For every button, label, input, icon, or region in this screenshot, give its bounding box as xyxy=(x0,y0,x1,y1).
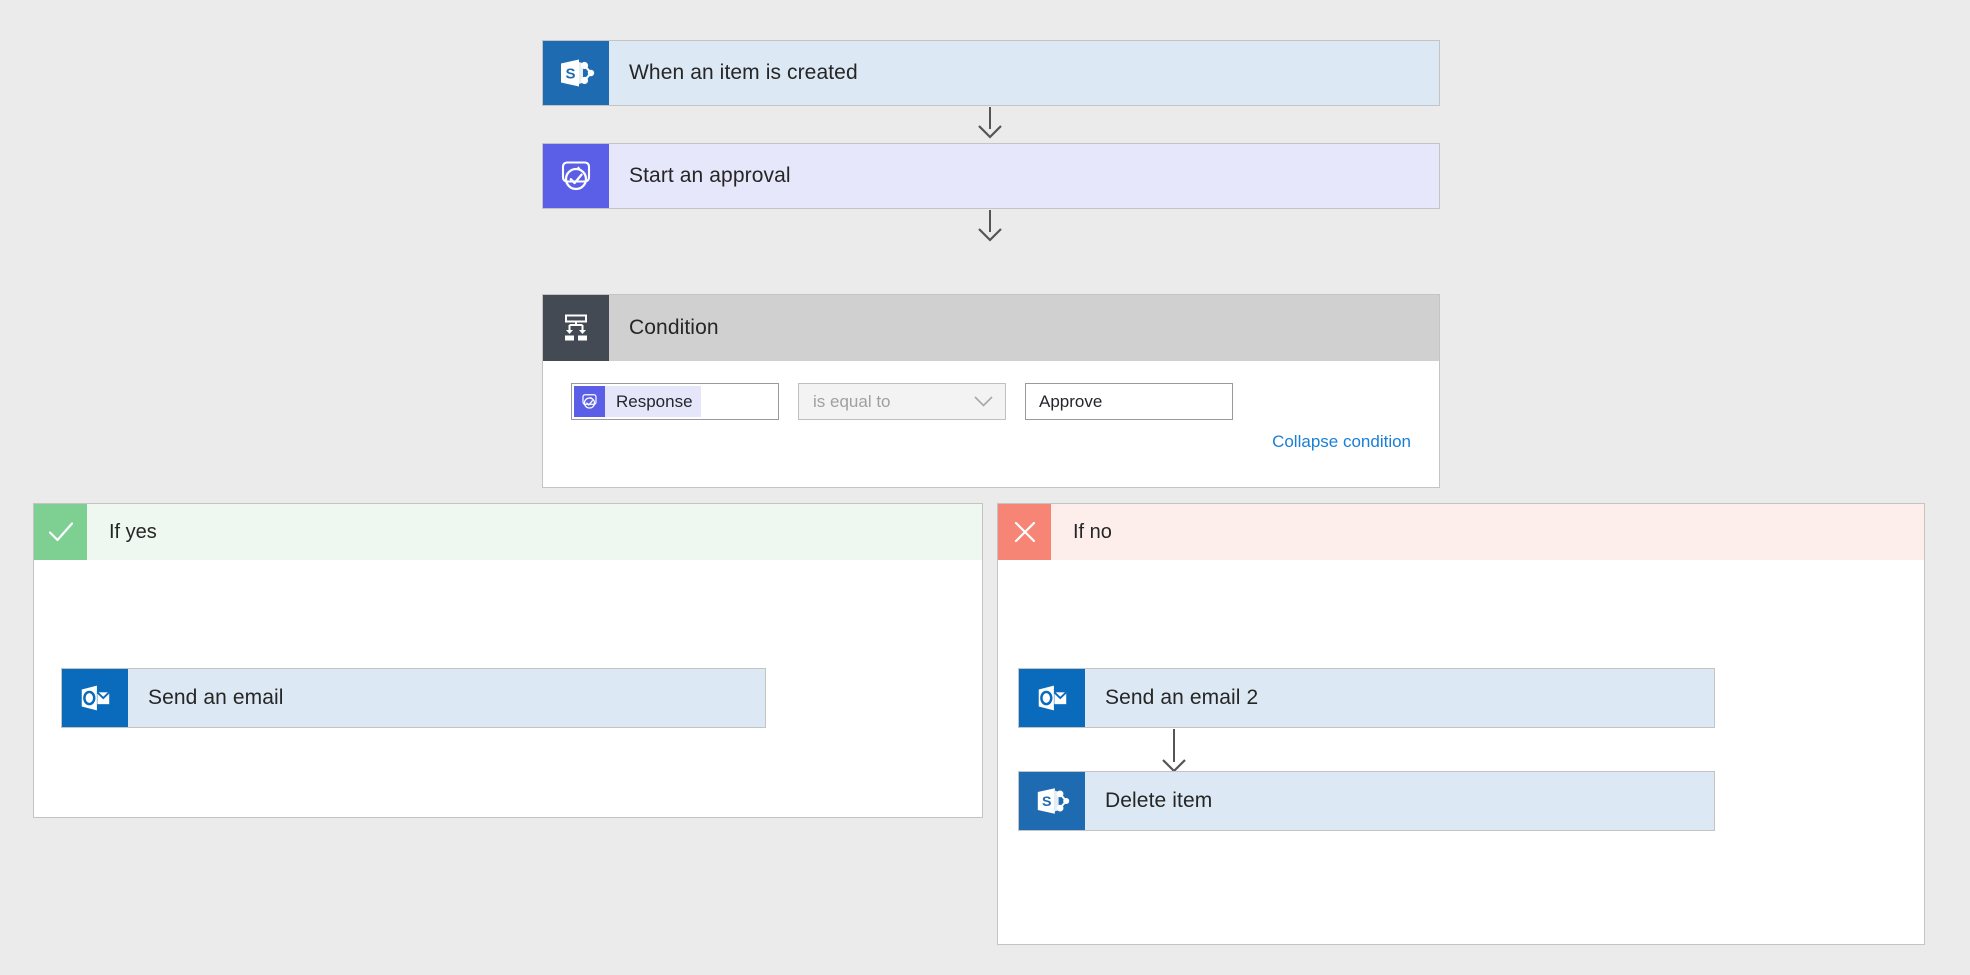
branch-if-no-label: If no xyxy=(1073,520,1112,543)
branch-if-yes-header[interactable]: If yes xyxy=(34,504,982,560)
condition-body: Response is equal to Approve Collapse co… xyxy=(543,361,1439,470)
outlook-icon xyxy=(1019,669,1085,727)
condition-header[interactable]: Condition xyxy=(543,295,1439,361)
sharepoint-icon: S xyxy=(1019,772,1085,830)
svg-text:S: S xyxy=(1042,794,1051,810)
condition-right-operand-value: Approve xyxy=(1039,391,1103,411)
condition-right-operand-input[interactable]: Approve xyxy=(1025,383,1233,420)
dynamic-content-token[interactable]: Response xyxy=(574,386,701,417)
connector-arrow-email2-delete xyxy=(1161,729,1187,773)
connector-arrow-trigger-approval xyxy=(977,107,1003,139)
dynamic-content-token-label: Response xyxy=(616,391,693,411)
collapse-condition-link[interactable]: Collapse condition xyxy=(1272,432,1411,451)
condition-expression-row: Response is equal to Approve xyxy=(571,383,1411,420)
flow-card-send-an-email[interactable]: Send an email xyxy=(61,668,766,728)
condition-operator-select[interactable]: is equal to xyxy=(798,383,1006,420)
flow-card-approval[interactable]: Start an approval xyxy=(542,143,1440,209)
flow-card-delete-item[interactable]: S Delete item xyxy=(1018,771,1715,831)
branch-if-yes: If yes Send an email xyxy=(33,503,983,818)
condition-operator-value: is equal to xyxy=(813,391,891,411)
svg-text:S: S xyxy=(566,66,576,83)
flow-card-condition[interactable]: Condition Response xyxy=(542,294,1440,488)
flow-card-delete-item-label: Delete item xyxy=(1105,789,1213,812)
chevron-down-icon xyxy=(974,392,993,412)
checkmark-icon xyxy=(34,504,87,560)
connector-arrow-approval-condition xyxy=(977,210,1003,242)
branch-if-no: If no Send an email 2 xyxy=(997,503,1925,945)
flow-card-send-an-email-2[interactable]: Send an email 2 xyxy=(1018,668,1715,728)
condition-left-operand-input[interactable]: Response xyxy=(571,383,779,420)
condition-title: Condition xyxy=(629,316,719,339)
approvals-icon xyxy=(543,144,609,208)
outlook-icon xyxy=(62,669,128,727)
flow-card-trigger[interactable]: S When an item is created xyxy=(542,40,1440,106)
sharepoint-icon: S xyxy=(543,41,609,105)
branch-if-yes-label: If yes xyxy=(109,520,157,543)
close-x-icon xyxy=(998,504,1051,560)
flow-card-trigger-label: When an item is created xyxy=(629,61,858,84)
flow-card-approval-label: Start an approval xyxy=(629,164,791,187)
flow-card-send-an-email-label: Send an email xyxy=(148,686,284,709)
approvals-icon xyxy=(574,386,605,417)
condition-branch-icon xyxy=(543,295,609,361)
branch-if-no-header[interactable]: If no xyxy=(998,504,1924,560)
flow-card-send-an-email-2-label: Send an email 2 xyxy=(1105,686,1259,709)
